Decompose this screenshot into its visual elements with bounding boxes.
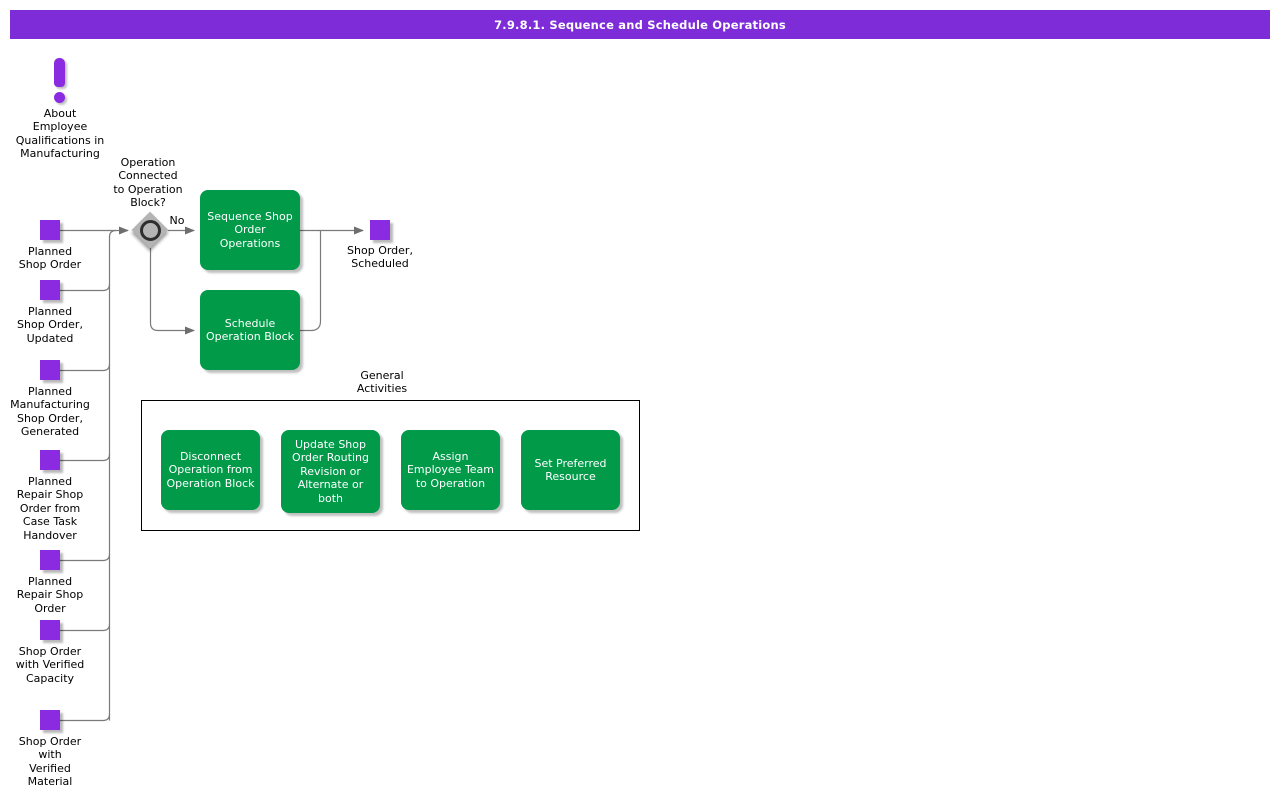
artifact-planned-manufacturing-shop-order-generated[interactable] <box>40 360 60 380</box>
task-label: Sequence Shop Order Operations <box>207 209 293 250</box>
artifact-shop-order-with-verified-material[interactable] <box>40 710 60 730</box>
task-label: Schedule Operation Block <box>206 316 294 344</box>
about-notice-label[interactable]: About Employee Qualifications in Manufac… <box>15 107 105 161</box>
artifact-planned-repair-shop-order-from-case-task-handover[interactable] <box>40 450 60 470</box>
task-update-shop-order-routing-revision-or-alternate-or-both[interactable]: Update Shop Order Routing Revision or Al… <box>281 430 380 513</box>
task-disconnect-operation-from-operation-block[interactable]: Disconnect Operation from Operation Bloc… <box>161 430 260 510</box>
artifact-label: Planned Repair Shop Order <box>16 575 84 615</box>
task-set-preferred-resource[interactable]: Set Preferred Resource <box>521 430 620 510</box>
task-sequence-shop-order-operations[interactable]: Sequence Shop Order Operations <box>200 190 300 270</box>
task-label: Disconnect Operation from Operation Bloc… <box>166 449 255 490</box>
artifact-label: Planned Shop Order <box>18 245 82 272</box>
artifact-shop-order-scheduled[interactable] <box>370 220 390 240</box>
artifact-label: Planned Manufacturing Shop Order, Genera… <box>10 385 90 439</box>
artifact-shop-order-with-verified-capacity[interactable] <box>40 620 60 640</box>
artifact-planned-repair-shop-order[interactable] <box>40 550 60 570</box>
no-branch-label: No <box>169 214 185 227</box>
task-label: Assign Employee Team to Operation <box>406 449 495 490</box>
circle-ring-icon <box>139 219 161 241</box>
artifact-label: Planned Repair Shop Order from Case Task… <box>16 475 84 542</box>
decision-gateway <box>131 211 169 249</box>
task-schedule-operation-block[interactable]: Schedule Operation Block <box>200 290 300 370</box>
artifact-label: Shop Order with Verified Material <box>18 735 82 789</box>
exclamation-dot <box>54 92 65 103</box>
artifact-planned-shop-order-updated[interactable] <box>40 280 60 300</box>
artifact-label: Shop Order with Verified Capacity <box>15 645 85 685</box>
exclamation-icon[interactable] <box>54 58 66 104</box>
task-label: Set Preferred Resource <box>534 456 607 484</box>
task-assign-employee-team-to-operation[interactable]: Assign Employee Team to Operation <box>401 430 500 510</box>
task-label: Update Shop Order Routing Revision or Al… <box>292 437 369 505</box>
artifact-label: Shop Order, Scheduled <box>347 244 413 271</box>
general-activities-title: General Activities <box>356 369 408 396</box>
artifact-label: Planned Shop Order, Updated <box>17 305 83 345</box>
page-title: 7.9.8.1. Sequence and Schedule Operation… <box>494 17 786 32</box>
exclamation-bar <box>54 58 65 87</box>
artifact-planned-shop-order[interactable] <box>40 220 60 240</box>
gateway-question-label: Operation Connected to Operation Block? <box>113 156 183 210</box>
title-bar: 7.9.8.1. Sequence and Schedule Operation… <box>10 10 1270 39</box>
general-activities-container <box>141 400 640 531</box>
